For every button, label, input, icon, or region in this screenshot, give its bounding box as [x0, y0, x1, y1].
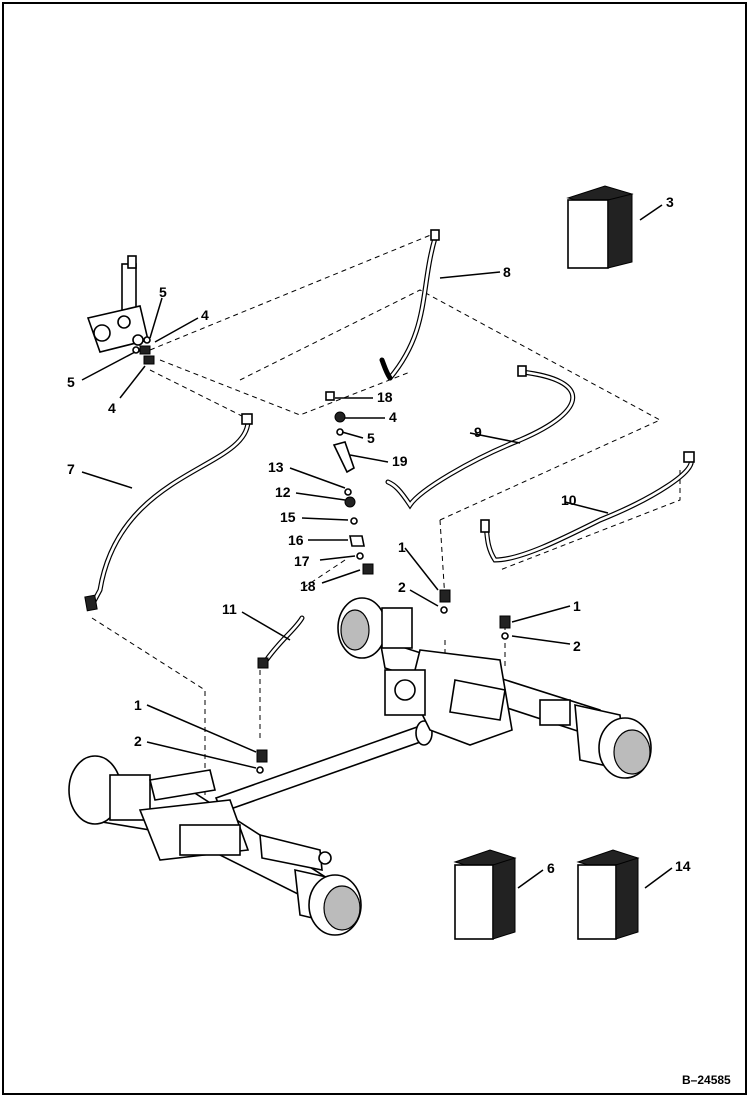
callout-16: 16: [288, 532, 304, 548]
callout-11: 11: [222, 601, 237, 617]
fitting-stack: [325, 391, 374, 575]
container-3: [566, 185, 634, 269]
callout-15: 15: [280, 509, 296, 525]
callout-labels: 3 8 5 4 5 4 7 18 4 5 19 13 12 15 16 17 1…: [67, 194, 691, 876]
callout-4-lower: 4: [108, 400, 116, 416]
callout-10: 10: [561, 492, 577, 508]
hose-8: [379, 229, 440, 381]
rear-axle: [214, 597, 652, 814]
callout-4-stack: 4: [389, 409, 397, 425]
callout-5-lower: 5: [67, 374, 75, 390]
hose-7: [84, 413, 253, 612]
figure-id: B–24585: [682, 1073, 731, 1087]
callout-5-stack: 5: [367, 430, 375, 446]
couplers: [256, 589, 511, 774]
callout-6: 6: [547, 860, 555, 876]
callout-3: 3: [666, 194, 674, 210]
callout-8: 8: [503, 264, 511, 280]
callout-13: 13: [268, 459, 284, 475]
callout-2-right: 2: [573, 638, 581, 654]
callout-19: 19: [392, 453, 408, 469]
callout-18-upper: 18: [377, 389, 393, 405]
callout-7: 7: [67, 461, 75, 477]
callout-18-lower: 18: [300, 578, 316, 594]
callout-5-upper: 5: [159, 284, 167, 300]
brake-valve-assembly: [86, 255, 155, 365]
container-14: [576, 849, 640, 940]
front-axle: [68, 755, 362, 936]
leader-lines: [81, 204, 673, 889]
callout-9: 9: [474, 424, 482, 440]
callout-2-left: 2: [134, 733, 142, 749]
hose-10: [480, 451, 695, 563]
callout-1-right: 1: [573, 598, 581, 614]
callout-1-left: 1: [134, 697, 142, 713]
callout-1-mid: 1: [398, 539, 406, 555]
hose-9: [385, 365, 576, 510]
callout-2-mid: 2: [398, 579, 406, 595]
container-6: [453, 849, 517, 940]
callout-14: 14: [675, 858, 691, 874]
callout-12: 12: [275, 484, 291, 500]
callout-17: 17: [294, 553, 310, 569]
callout-4-upper: 4: [201, 307, 209, 323]
hose-11: [257, 615, 305, 669]
